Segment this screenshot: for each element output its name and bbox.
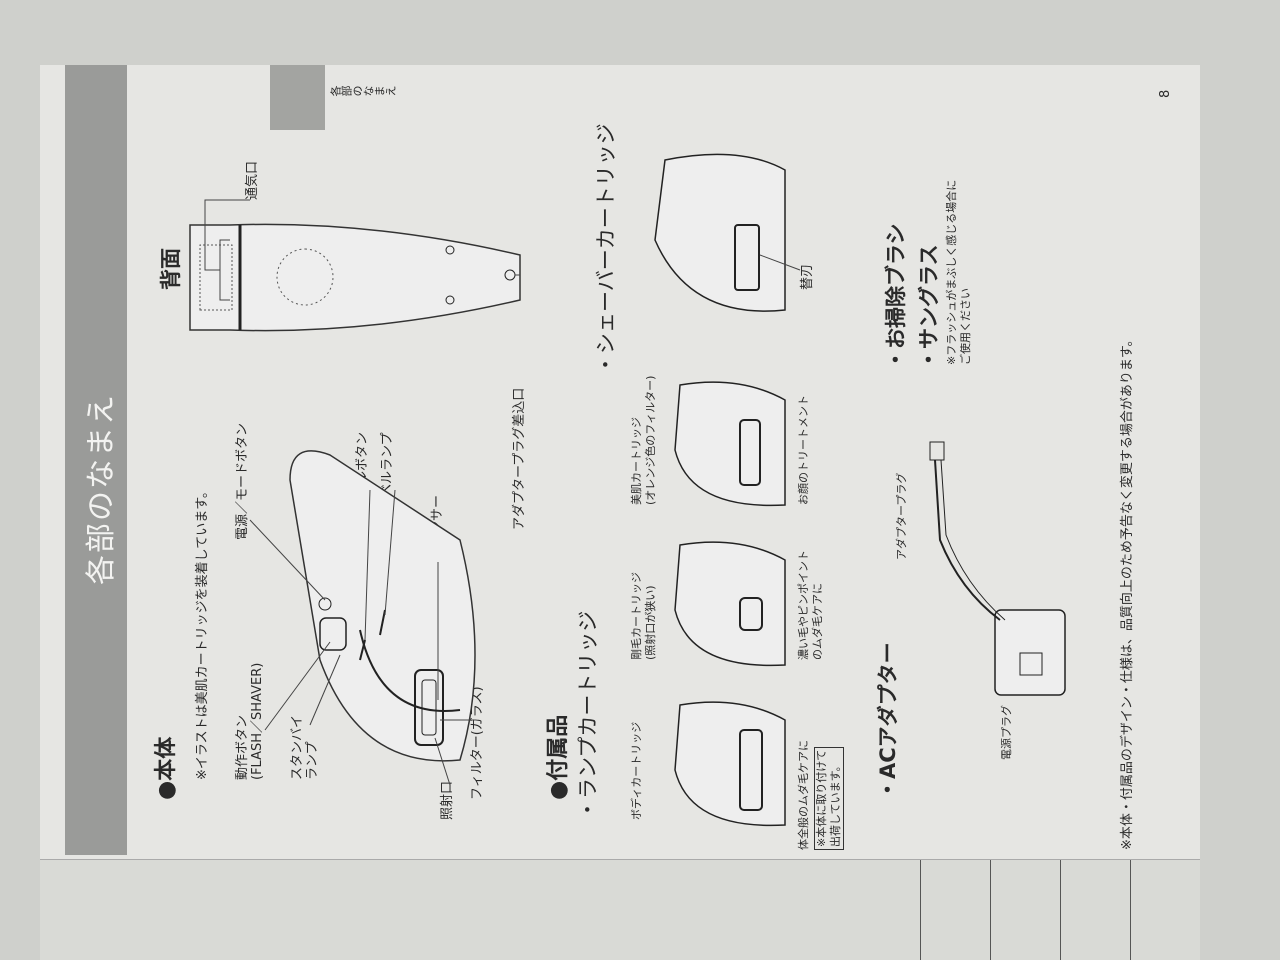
cartridge-illustrations [654,153,801,827]
sunglasses-item: ・サングラス [917,244,941,370]
shaver-cartridge-icon [654,153,801,312]
label-power-plug: 電源プラグ [1000,705,1013,760]
device-front-illustration [249,450,476,786]
device-back-illustration [189,199,521,332]
manual-page: 各部のなまえ 各部のなまえ ●本体 ※イラストは美肌カートリッジを装着しています… [40,65,1200,960]
cleaning-brush-item: ・お掃除ブラシ [884,223,908,370]
coarse-cartridge-icon [674,541,786,667]
beauty-cartridge-icon [674,381,786,507]
ac-adapter-illustration [929,441,1066,696]
body-cartridge-icon [674,701,786,827]
footnote: ※本体・付属品のデザイン・仕様は、品質向上のため予告なく変更する場合があります。 [1120,333,1135,850]
sunglasses-note: ※フラッシュがまぶしく感じる場合にご使用ください [945,179,972,365]
page-number: 8 [1158,89,1173,98]
